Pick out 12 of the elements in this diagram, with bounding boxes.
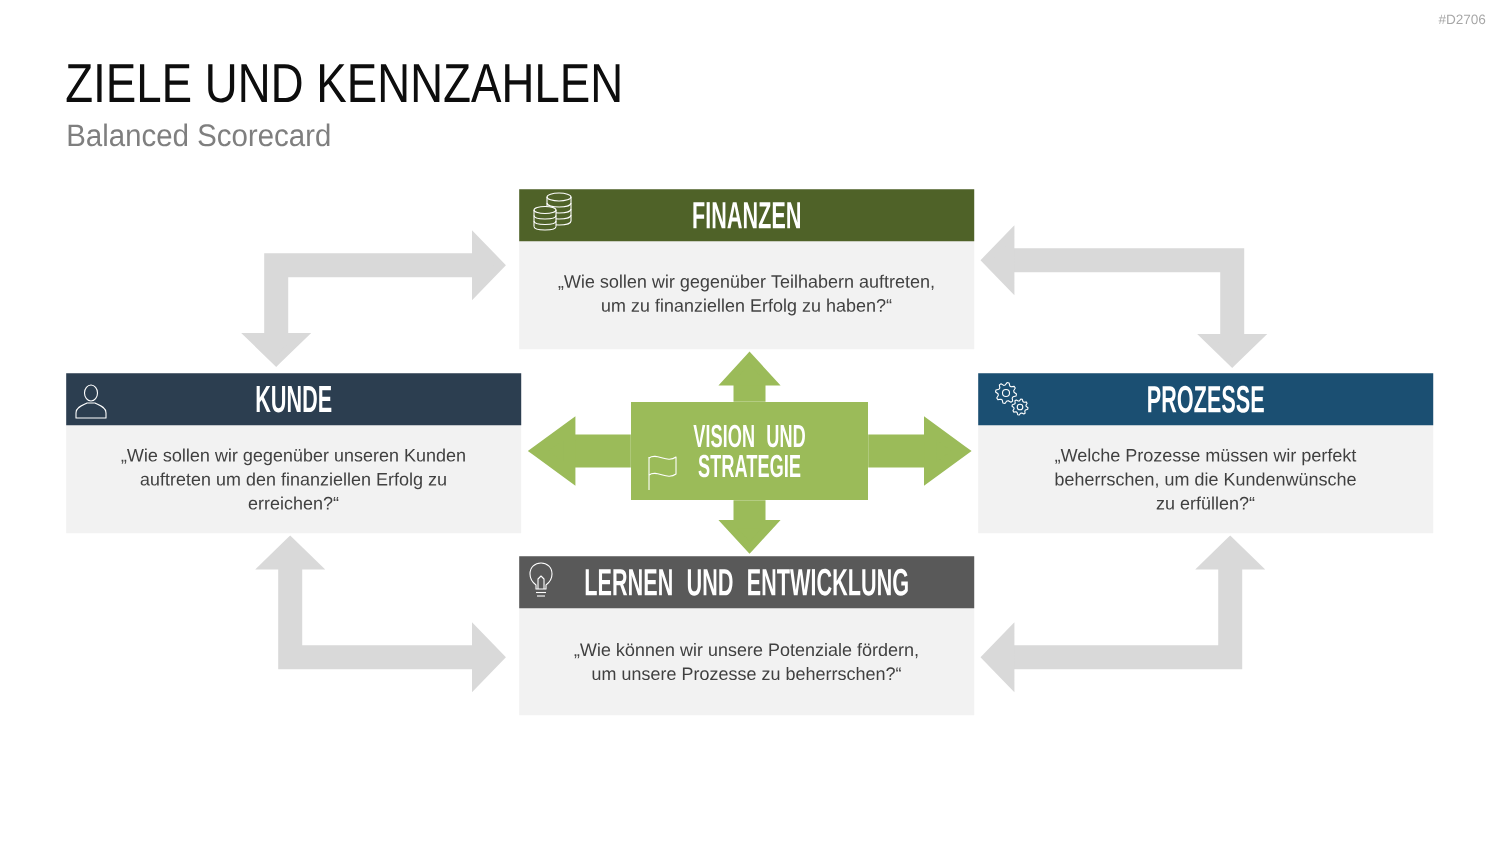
vision-box: VISION UND STRATEGIE: [631, 402, 868, 500]
subtitle: Balanced Scorecard: [68, 123, 330, 147]
question-text: „Wie können wir unsere Potenziale fördern, um unsere Prozesse zu beherrschen?“: [574, 642, 918, 681]
card-header: LERNEN UND ENTWICKLUNG: [519, 556, 975, 609]
question-text: „Welche Prozesse müssen wir perfekt beherrschen, um die Kundenwünsche zu erfüllen?“: [1055, 448, 1357, 510]
question-text: „Wie sollen wir gegenüber unseren Kunden auftreten um den finanziellen Erfolg zu erreichen?“: [121, 448, 465, 510]
slide-title: ZIELE UND KENNZAHLEN: [66, 64, 620, 103]
slide-code: #D2706: [1438, 14, 1486, 25]
card-header: FINANZEN: [519, 189, 975, 242]
question-text: „Wie sollen wir gegenüber Teilhabern auftreten, um zu finanziellen Erfolg zu haben?“: [558, 274, 934, 316]
card-header: KUNDE: [66, 373, 522, 426]
card-header: PROZESSE: [978, 373, 1434, 426]
